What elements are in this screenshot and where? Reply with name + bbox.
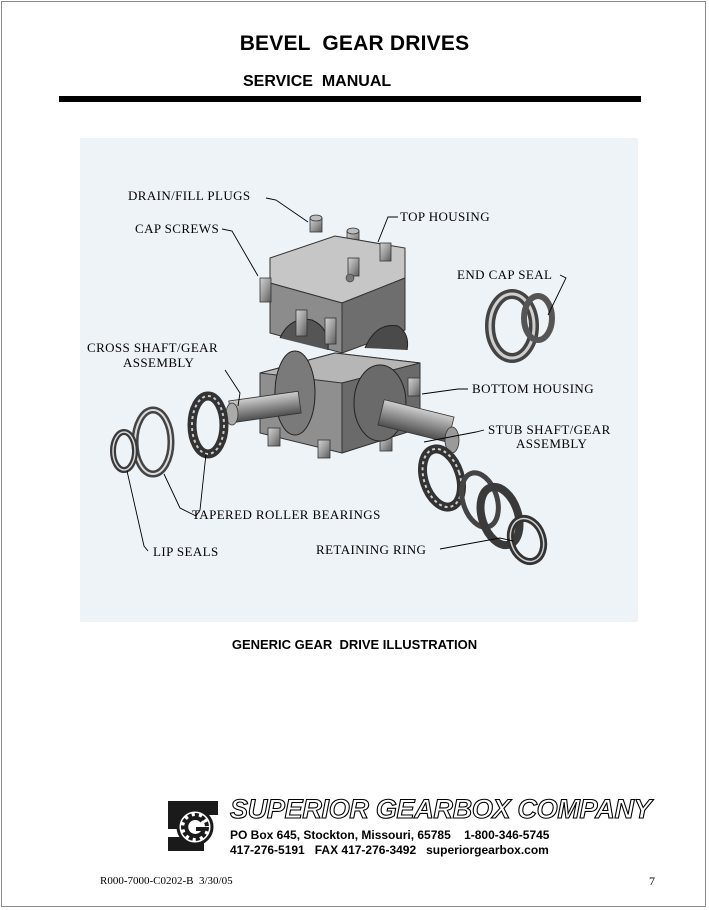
- label-top-housing: TOP HOUSING: [400, 209, 490, 224]
- label-stub-shaft-line2: ASSEMBLY: [516, 436, 588, 451]
- label-stub-shaft-line1: STUB SHAFT/GEAR: [488, 422, 611, 437]
- leader-lines: [126, 197, 567, 552]
- tapered-roller-bearing: [187, 391, 229, 459]
- lip-seal: [506, 515, 548, 565]
- end-cap-seal: [485, 289, 555, 363]
- label-retaining-ring: RETAINING RING: [316, 542, 427, 557]
- stub-shaft-gear: [353, 364, 460, 454]
- page-title: BEVEL GEAR DRIVES: [239, 32, 470, 55]
- company-contact: 417-276-5191 FAX 417-276-3492 superiorge…: [230, 843, 549, 857]
- label-cap-screws: CAP SCREWS: [135, 221, 220, 236]
- label-end-cap-seal: END CAP SEAL: [457, 267, 553, 282]
- label-lip-seals: LIP SEALS: [153, 544, 219, 559]
- drain-fill-plug: [309, 214, 323, 233]
- label-drain-fill-plugs: DRAIN/FILL PLUGS: [128, 188, 251, 203]
- tapered-roller-bearing: [418, 444, 466, 512]
- page-subtitle: SERVICE MANUAL: [243, 73, 392, 90]
- exploded-gearbox-drawing: [110, 197, 567, 565]
- cross-shaft-gear: [225, 350, 316, 436]
- company-name: SUPERIOR GEARBOX COMPANY: [229, 793, 652, 824]
- gear-drive-illustration: DRAIN/FILL PLUGS CAP SCREWS TOP HOUSING …: [80, 138, 638, 622]
- label-cross-shaft-line1: CROSS SHAFT/GEAR: [87, 340, 219, 355]
- company-address: PO Box 645, Stockton, Missouri, 65785 1-…: [230, 828, 550, 842]
- figure-caption: GENERIC GEAR DRIVE ILLUSTRATION: [231, 637, 478, 652]
- lip-seal: [110, 429, 138, 473]
- company-logo-icon: [164, 797, 222, 855]
- tapered-roller-bearing: [131, 406, 175, 478]
- top-housing: [259, 235, 409, 354]
- label-bottom-housing: BOTTOM HOUSING: [472, 381, 595, 396]
- document-code: R000-7000-C0202-B 3/30/05: [100, 875, 233, 887]
- label-tapered-roller-bearings: TAPERED ROLLER BEARINGS: [192, 507, 381, 522]
- header-rule: [59, 96, 641, 102]
- label-cross-shaft-line2: ASSEMBLY: [123, 355, 195, 370]
- page-number: 7: [649, 874, 655, 888]
